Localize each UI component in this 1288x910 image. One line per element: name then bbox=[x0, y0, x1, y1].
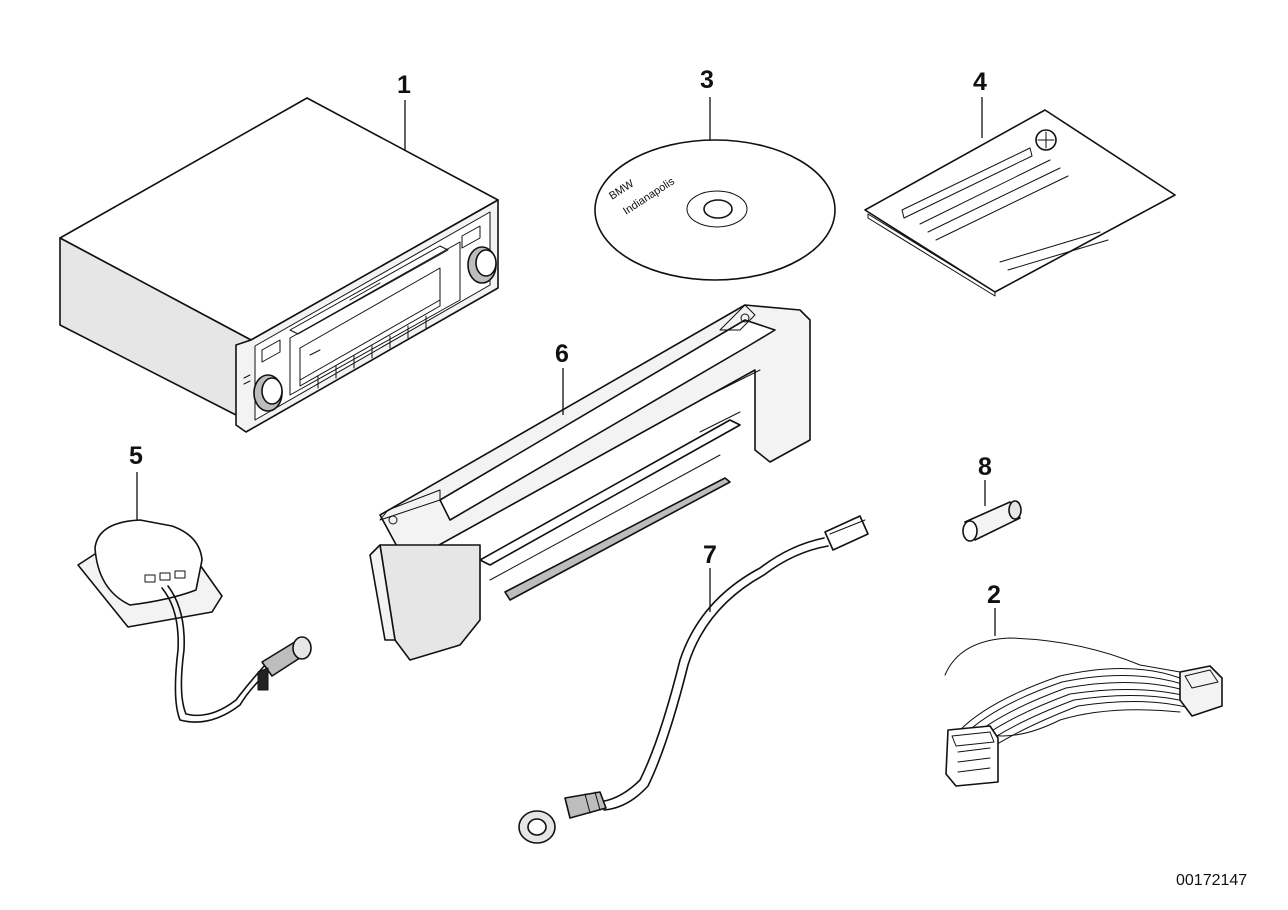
callout-7: 7 bbox=[703, 541, 717, 569]
callout-6: 6 bbox=[555, 340, 569, 368]
cd-part: BMW Indianapolis bbox=[594, 97, 836, 281]
wiring-harness-part bbox=[944, 608, 1223, 787]
callout-8: 8 bbox=[978, 453, 992, 481]
bracket-part bbox=[369, 304, 811, 661]
reference-number: 00172147 bbox=[1176, 872, 1247, 889]
radio-unit-part bbox=[59, 97, 499, 433]
callout-5: 5 bbox=[129, 442, 143, 470]
antenna-cable-part bbox=[518, 515, 869, 844]
callout-1: 1 bbox=[397, 71, 411, 99]
antenna-part bbox=[77, 472, 312, 723]
sleeve-part bbox=[962, 480, 1022, 542]
callout-2: 2 bbox=[987, 581, 1001, 609]
manual-part bbox=[864, 97, 1176, 297]
callout-4: 4 bbox=[973, 68, 987, 96]
callout-3: 3 bbox=[700, 66, 714, 94]
